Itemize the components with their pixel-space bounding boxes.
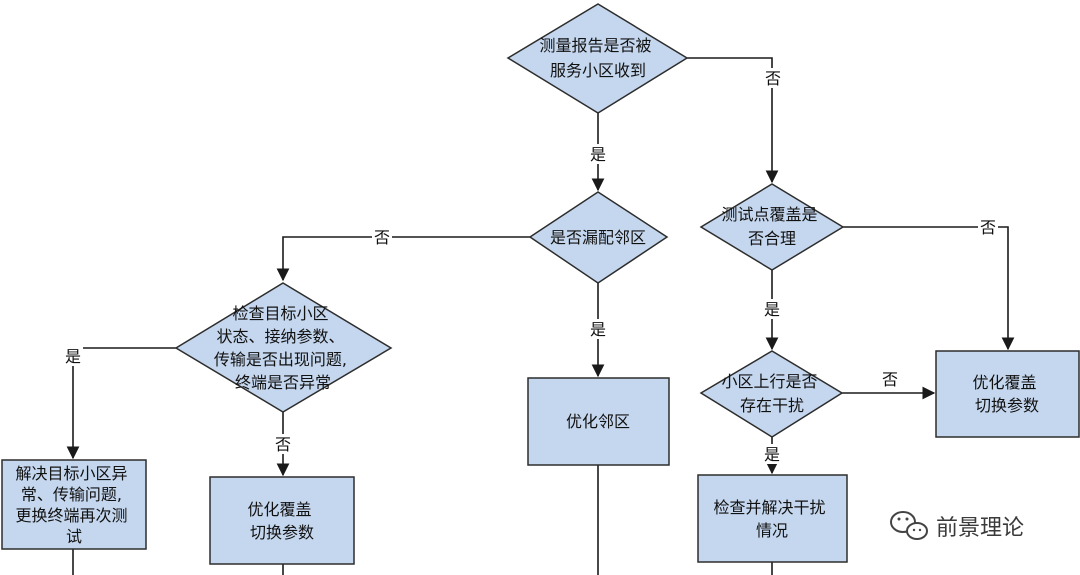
svg-text:测量报告是否被 服务小区收到: 测量报告是否被 服务小区收到 (539, 36, 656, 80)
process-optimize-coverage-left-line-1: 优化覆盖 (247, 500, 311, 519)
decision-coverage-line-1: 测试点覆盖是 (721, 205, 817, 224)
decision-check-target-cell: 检查目标小区 状态、接纳参数、 传输是否出现问题, 终端是否异常 (174, 282, 393, 413)
label-d5-no: 否 (882, 370, 898, 389)
svg-text:检查目标小区 状态、接纳参数、 传输: 检查目标小区 状态、接纳参数、 传输是否出现问题, 终端是否异常 (214, 304, 352, 392)
label-d1-yes: 是 (590, 145, 606, 164)
process-optimize-coverage-right-line-1: 优化覆盖 (972, 373, 1036, 392)
process-optimize-coverage-left: 优化覆盖 切换参数 (209, 476, 355, 565)
decision-uplink-line-2: 存在干扰 (740, 396, 804, 415)
svg-text:测试点覆盖是 否合理: 测试点覆盖是 否合理 (721, 205, 822, 248)
decision-coverage-line-2: 否合理 (748, 229, 796, 248)
process-optimize-coverage-left-line-2: 切换参数 (250, 523, 314, 542)
decision-check-line-3: 传输是否出现问题, (214, 350, 347, 369)
svg-text:小区上行是否 存在干扰: 小区上行是否 存在干扰 (721, 372, 822, 415)
svg-text:优化邻区: 优化邻区 (566, 412, 630, 431)
process-resolve-target-cell: 解决目标小区异 常、传输问题, 更换终端再次测 试 (1, 459, 147, 550)
decision-received: 测量报告是否被 服务小区收到 (506, 3, 689, 114)
label-d3-yes: 是 (764, 300, 780, 319)
svg-text:解决目标小区异 常、传输问题, 更换: 解决目标小区异 常、传输问题, 更换终端再次测 试 (15, 464, 132, 546)
label-d2-yes: 是 (590, 320, 606, 339)
edge-d2-d4 (276, 236, 530, 282)
process-resolve-line-4: 试 (66, 527, 82, 546)
decision-coverage: 测试点覆盖是 否合理 (699, 183, 845, 271)
edge-d4-b3 (66, 347, 176, 460)
svg-text:优化覆盖 切换参数: 优化覆盖 切换参数 (972, 373, 1041, 415)
label-d5-yes: 是 (764, 445, 780, 464)
label-d2-no: 否 (374, 228, 390, 247)
process-optimize-coverage-right: 优化覆盖 切换参数 (935, 350, 1080, 438)
edge-d3-b4 (843, 226, 1015, 351)
process-resolve-interference-line-1: 检查并解决干扰 (713, 498, 825, 517)
decision-uplink-line-1: 小区上行是否 (721, 372, 817, 391)
decision-received-line-1: 测量报告是否被 (539, 36, 651, 55)
edge-d1-d3 (687, 57, 779, 184)
label-d3-no: 否 (980, 218, 996, 237)
decision-missing-neighbor: 是否漏配邻区 (528, 191, 669, 284)
label-d4-yes: 是 (65, 347, 81, 366)
process-optimize-neighbor: 优化邻区 (527, 377, 670, 466)
process-resolve-line-3: 更换终端再次测 (15, 506, 127, 525)
edge-labels: 是 否 否 是 否 是 是 否 否 是 (63, 68, 998, 464)
svg-text:是否漏配邻区: 是否漏配邻区 (550, 228, 646, 247)
decision-missing-neighbor-line-1: 是否漏配邻区 (550, 228, 646, 247)
decision-uplink-interference: 小区上行是否 存在干扰 (699, 350, 844, 438)
label-d4-no: 否 (275, 435, 291, 454)
decision-check-line-4: 终端是否异常 (235, 373, 331, 392)
process-resolve-interference-line-2: 情况 (756, 521, 788, 540)
svg-text:优化覆盖 切换参数: 优化覆盖 切换参数 (247, 500, 316, 542)
svg-text:检查并解决干扰 情况: 检查并解决干扰 情况 (713, 498, 830, 540)
process-optimize-neighbor-line-1: 优化邻区 (566, 412, 630, 431)
process-optimize-coverage-right-line-2: 切换参数 (975, 396, 1039, 415)
watermark: 前景理论 (890, 511, 1024, 541)
decision-check-line-2: 状态、接纳参数、 (216, 327, 344, 346)
decision-received-line-2: 服务小区收到 (550, 61, 646, 80)
wechat-icon (890, 511, 928, 540)
decision-check-line-1: 检查目标小区 (232, 304, 328, 323)
process-resolve-interference: 检查并解决干扰 情况 (697, 474, 848, 563)
watermark-text: 前景理论 (936, 516, 1024, 541)
process-resolve-line-2: 常、传输问题, (21, 485, 122, 504)
process-resolve-line-1: 解决目标小区异 (15, 464, 127, 483)
label-d1-no: 否 (765, 69, 781, 88)
